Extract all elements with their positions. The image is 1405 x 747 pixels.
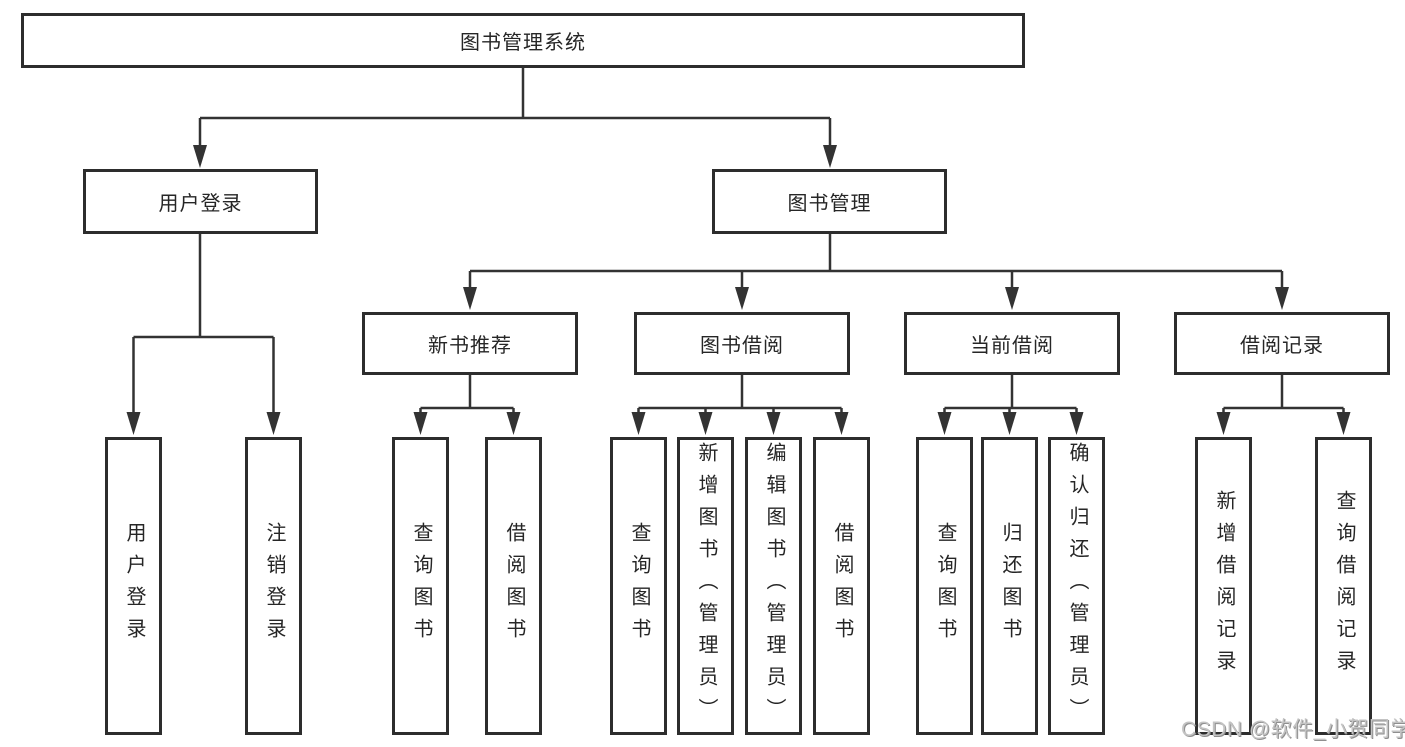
node-label: 编辑图书（管理员）	[763, 442, 785, 730]
node-label: 借阅图书	[831, 522, 853, 650]
node-leaf-add-borrow-record: 新增借阅记录	[1195, 437, 1252, 735]
node-leaf-borrow-book-recommend: 借阅图书	[485, 437, 542, 735]
node-label: 查询图书	[410, 522, 432, 650]
node-leaf-user-login: 用户登录	[105, 437, 162, 735]
node-book-borrow: 图书借阅	[634, 312, 850, 375]
node-label: 查询图书	[628, 522, 650, 650]
node-leaf-return-book: 归还图书	[981, 437, 1038, 735]
node-label: 查询图书	[934, 522, 956, 650]
node-label: 新书推荐	[428, 335, 512, 357]
node-label: 新增借阅记录	[1213, 490, 1235, 682]
node-label: 归还图书	[999, 522, 1021, 650]
node-label: 注销登录	[263, 522, 285, 650]
node-label: 用户登录	[158, 193, 243, 215]
node-leaf-query-book-borrow: 查询图书	[610, 437, 667, 735]
node-leaf-borrow-book: 借阅图书	[813, 437, 870, 735]
node-label: 图书管理系统	[460, 32, 586, 54]
node-current-borrow: 当前借阅	[904, 312, 1120, 375]
node-leaf-logout: 注销登录	[245, 437, 302, 735]
node-leaf-query-book-current: 查询图书	[916, 437, 973, 735]
node-leaf-add-book-admin: 新增图书（管理员）	[677, 437, 734, 735]
node-leaf-confirm-return-admin: 确认归还（管理员）	[1048, 437, 1105, 735]
node-label: 当前借阅	[970, 335, 1054, 357]
node-label: 查询借阅记录	[1333, 490, 1355, 682]
node-label: 借阅图书	[503, 522, 525, 650]
node-label: 新增图书（管理员）	[695, 442, 717, 730]
node-label: 图书借阅	[700, 335, 784, 357]
node-leaf-edit-book-admin: 编辑图书（管理员）	[745, 437, 802, 735]
node-root: 图书管理系统	[21, 13, 1025, 68]
node-user-login: 用户登录	[83, 169, 318, 234]
node-borrow-records: 借阅记录	[1174, 312, 1390, 375]
node-leaf-query-borrow-record: 查询借阅记录	[1315, 437, 1372, 735]
csdn-watermark: CSDN @软件_小贺同学	[1181, 718, 1405, 741]
node-label: 借阅记录	[1240, 335, 1324, 357]
arrowheads	[126, 145, 1351, 435]
node-label: 确认归还（管理员）	[1066, 442, 1088, 730]
node-new-book-recommend: 新书推荐	[362, 312, 578, 375]
node-label: 用户登录	[123, 522, 145, 650]
node-leaf-query-book-recommend: 查询图书	[392, 437, 449, 735]
node-book-management: 图书管理	[712, 169, 947, 234]
node-label: 图书管理	[787, 193, 872, 215]
